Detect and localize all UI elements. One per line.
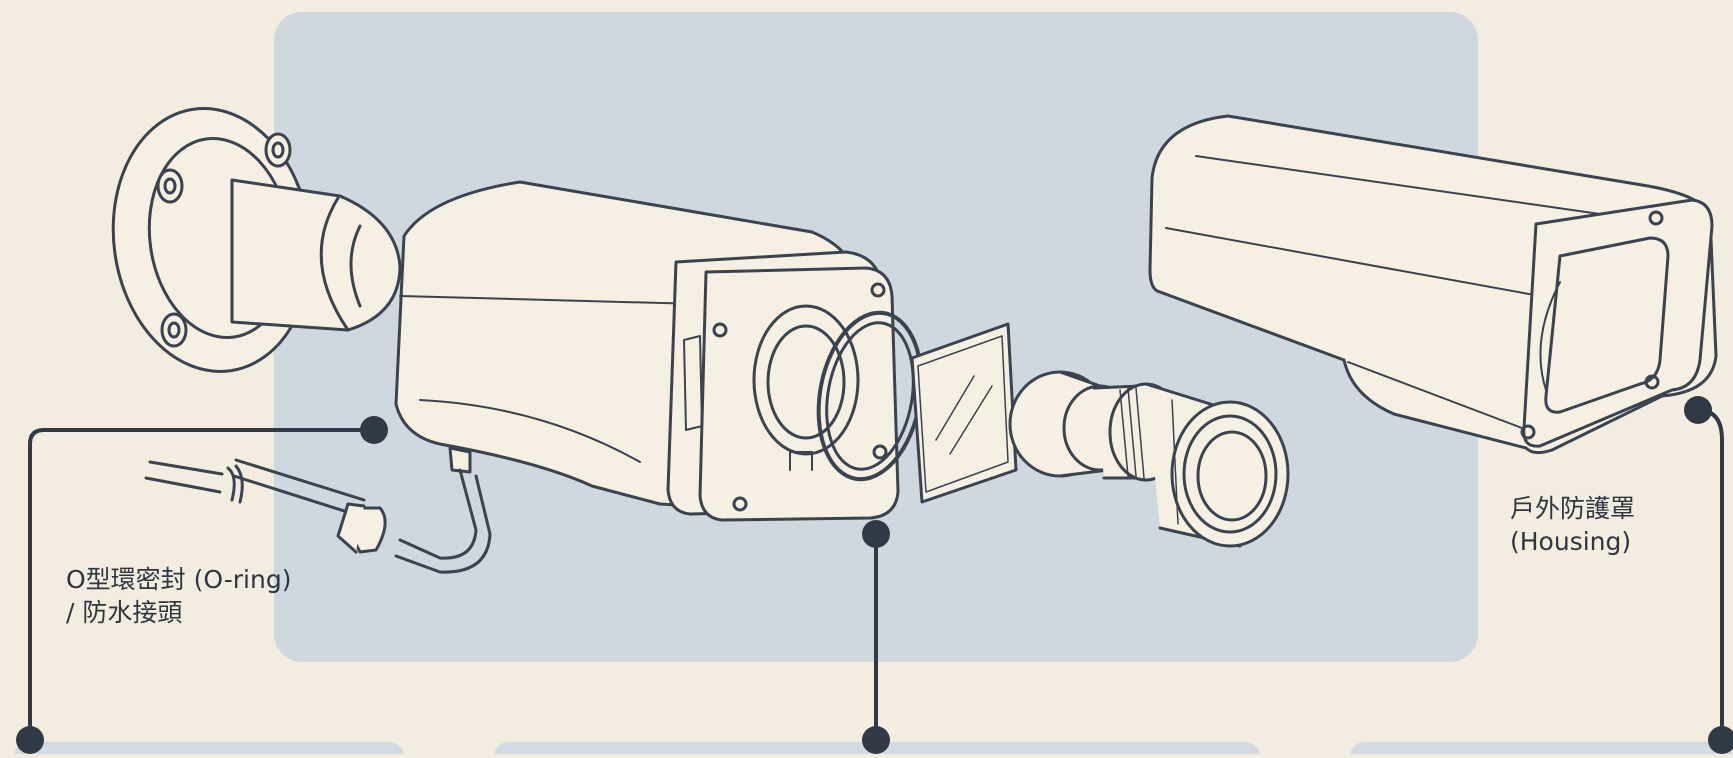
callout-line-right xyxy=(1698,410,1722,740)
housing-label: 戶外防護罩 (Housing) xyxy=(1510,492,1635,558)
callout-dot-middle-bottom xyxy=(862,726,890,754)
housing-label-line1: 戶外防護罩 xyxy=(1510,492,1635,525)
callout-dot-left-bottom xyxy=(16,726,44,754)
callout-dot-left-top xyxy=(360,416,388,444)
housing-label-line2: (Housing) xyxy=(1510,525,1635,558)
oring-label-line2: / 防水接頭 xyxy=(66,596,291,629)
oring-label-line1: O型環密封 (O-ring) xyxy=(66,563,291,596)
oring-label: O型環密封 (O-ring) / 防水接頭 xyxy=(66,563,291,629)
bottom-card-left xyxy=(14,742,404,754)
bottom-card-right xyxy=(1350,742,1733,754)
callout-dot-middle-top xyxy=(862,520,890,548)
callout-dot-right-top xyxy=(1684,396,1712,424)
